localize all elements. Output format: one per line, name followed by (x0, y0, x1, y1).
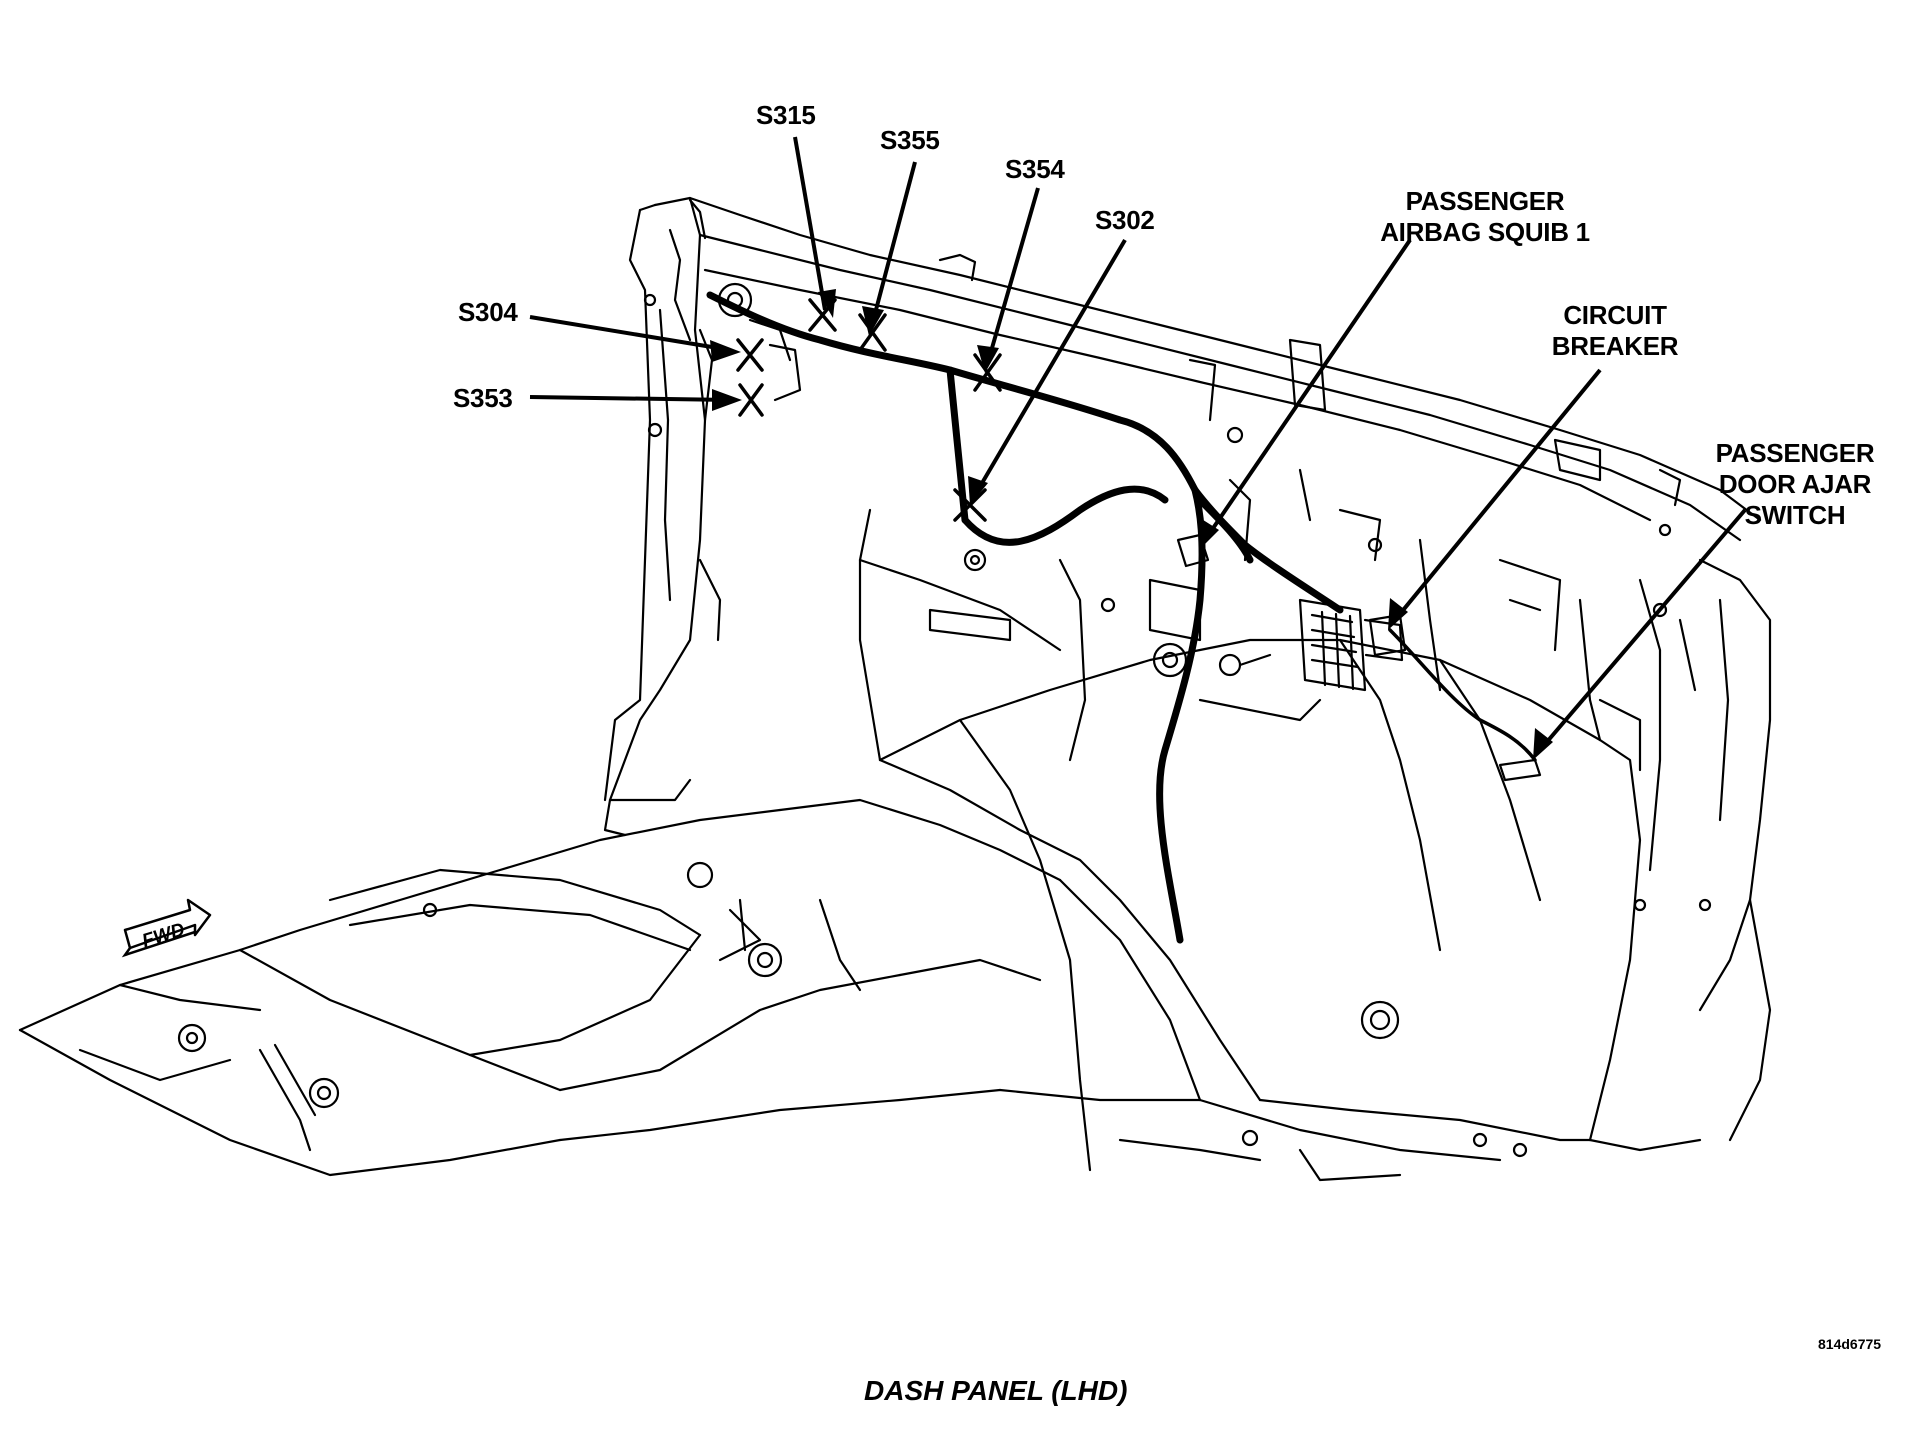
label-line: PASSENGER (1405, 186, 1565, 216)
arrow-s353 (529, 389, 742, 411)
label-line: BREAKER (1551, 331, 1679, 361)
airbag-squib-connector (1176, 533, 1210, 568)
label-passenger-door-ajar-switch: PASSENGER DOOR AJAR SWITCH (1700, 438, 1890, 531)
label-line: AIRBAG SQUIB 1 (1380, 217, 1590, 247)
label-s315: S315 (756, 100, 816, 130)
label-line: PASSENGER (1715, 438, 1875, 468)
label-s353: S353 (453, 383, 513, 413)
floor-pan (18, 638, 1592, 1182)
arrow-s354 (977, 187, 1040, 373)
wiring-harness (706, 291, 1344, 944)
label-s355: S355 (880, 125, 940, 155)
arrow-s355 (862, 161, 917, 336)
leader-arrows (529, 136, 1747, 760)
label-line: DOOR AJAR (1718, 469, 1872, 499)
left-components (717, 282, 802, 402)
firewall-panel (858, 468, 1602, 762)
arrow-s302 (968, 238, 1127, 505)
junction-block (1298, 598, 1404, 692)
arrow-s304 (529, 315, 741, 362)
arrow-door-ajar (1533, 508, 1747, 760)
figure-caption: DASH PANEL (LHD) (864, 1375, 1128, 1406)
figure-reference: 814d6775 (1818, 1336, 1882, 1352)
arrow-airbag-squib (1199, 238, 1412, 550)
right-pillar (1588, 558, 1772, 1152)
label-s302: S302 (1095, 205, 1155, 235)
harness-to-door-switch (1388, 628, 1537, 762)
arrow-s315 (793, 136, 836, 318)
left-pillar (603, 196, 722, 837)
door-ajar-switch (1498, 758, 1542, 782)
label-passenger-airbag-squib: PASSENGER AIRBAG SQUIB 1 (1350, 186, 1620, 248)
cowl-top-rail (688, 196, 1762, 542)
label-line: CIRCUIT (1563, 300, 1667, 330)
fwd-indicator: FWD (121, 898, 212, 958)
mounting-bolt (1218, 653, 1272, 677)
label-line: SWITCH (1744, 500, 1846, 530)
label-s354: S354 (1005, 154, 1065, 184)
label-s304: S304 (458, 297, 518, 327)
arrow-circuit-breaker (1388, 368, 1602, 630)
label-circuit-breaker: CIRCUIT BREAKER (1520, 300, 1710, 362)
